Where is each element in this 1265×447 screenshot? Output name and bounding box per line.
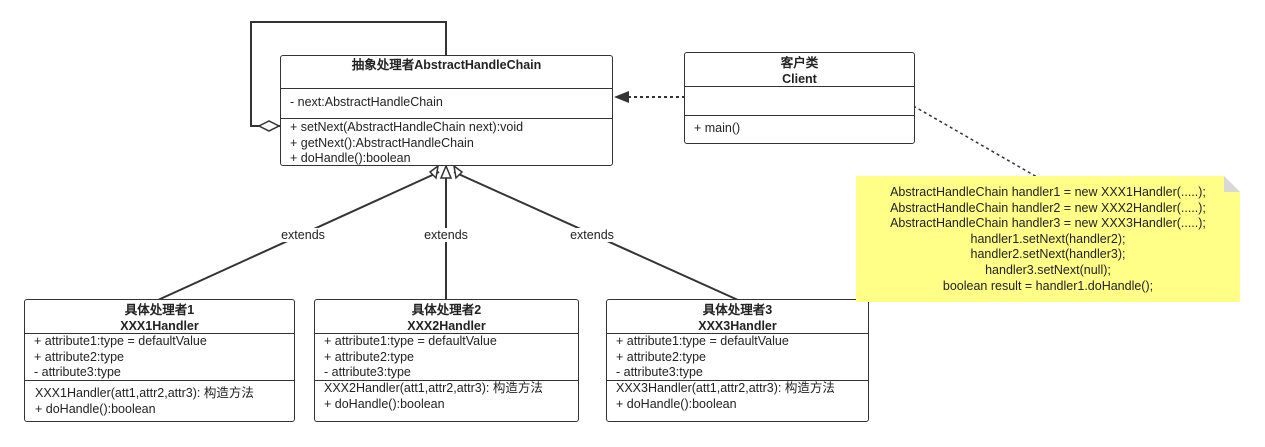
- methods-section: XXX1Handler(att1,attr2,attr3): 构造方法 + do…: [25, 380, 294, 420]
- class-chinese-name: 具体处理者1: [124, 303, 195, 317]
- concrete-handler-1-class[interactable]: 具体处理者1 XXX1Handler + attribute1:type = d…: [24, 299, 295, 422]
- dependency-arrowhead: [614, 91, 629, 103]
- class-header: 客户类 Client: [685, 53, 914, 87]
- class-name: XXX1Handler: [120, 319, 199, 333]
- concrete-handler-2-class[interactable]: 具体处理者2 XXX2Handler + attribute1:type = d…: [314, 299, 579, 422]
- concrete-handler-3-class[interactable]: 具体处理者3 XXX3Handler + attribute1:type = d…: [606, 299, 869, 422]
- class-stereotype-name: 客户类: [780, 56, 819, 70]
- attributes-section: + attribute1:type = defaultValue + attri…: [315, 334, 578, 380]
- attributes-section: + attribute1:type = defaultValue + attri…: [25, 334, 294, 380]
- note-line: AbstractHandleChain handler3 = new XXX3H…: [890, 216, 1206, 231]
- class-header: 具体处理者2 XXX2Handler: [315, 300, 578, 334]
- class-name: Client: [782, 72, 817, 86]
- inheritance-arrowhead-1: [428, 164, 440, 180]
- attribute-row: - next:AbstractHandleChain: [290, 95, 443, 109]
- class-chinese-name: 具体处理者3: [702, 303, 773, 317]
- class-header: 抽象处理者AbstractHandleChain: [281, 56, 612, 89]
- method-row: + main(): [694, 121, 741, 135]
- attribute-row: + attribute2:type: [324, 349, 414, 364]
- note-line: AbstractHandleChain handler1 = new XXX1H…: [890, 185, 1206, 199]
- note-shape: [856, 176, 1240, 302]
- note-line: handler2.setNext(handler3);: [970, 247, 1126, 262]
- method-row: + doHandle():boolean: [324, 396, 445, 411]
- method-row: + setNext(AbstractHandleChain next):void: [290, 120, 524, 134]
- method-row: + doHandle():boolean: [290, 151, 411, 165]
- method-row: XXX3Handler(att1,attr2,attr3): 构造方法: [616, 381, 835, 395]
- attribute-row: + attribute1:type = defaultValue: [616, 334, 789, 348]
- attributes-section: - next:AbstractHandleChain: [281, 89, 612, 118]
- attribute-row: - attribute3:type: [34, 365, 121, 379]
- attribute-row: + attribute2:type: [616, 349, 706, 364]
- attribute-row: + attribute1:type = defaultValue: [34, 334, 207, 348]
- class-chinese-name: 具体处理者2: [411, 303, 482, 317]
- methods-section: XXX3Handler(att1,attr2,attr3): 构造方法 + do…: [607, 380, 868, 420]
- attribute-row: + attribute2:type: [34, 349, 124, 364]
- note-anchor-line: [902, 99, 1038, 178]
- attribute-row: - attribute3:type: [324, 365, 411, 379]
- extends-label-3: extends: [568, 228, 616, 242]
- abstract-handler-class[interactable]: 抽象处理者AbstractHandleChain - next:Abstract…: [280, 55, 613, 166]
- method-row: + doHandle():boolean: [616, 396, 737, 411]
- method-row: XXX2Handler(att1,attr2,attr3): 构造方法: [324, 381, 543, 395]
- aggregation-diamond: [257, 120, 281, 132]
- note-line: handler1.setNext(handler2);: [970, 231, 1126, 246]
- class-name: 抽象处理者AbstractHandleChain: [351, 58, 542, 72]
- class-name: XXX2Handler: [407, 319, 486, 333]
- extends-label-1: extends: [279, 228, 327, 242]
- note-line: AbstractHandleChain handler2 = new XXX2H…: [890, 200, 1206, 215]
- attribute-row: - attribute3:type: [616, 365, 703, 379]
- methods-section: + main(): [685, 115, 914, 143]
- methods-section: + setNext(AbstractHandleChain next):void…: [281, 118, 612, 165]
- inheritance-arrowhead-2: [439, 164, 453, 179]
- attribute-row: + attribute1:type = defaultValue: [324, 334, 497, 348]
- extends-label-2: extends: [422, 228, 470, 242]
- client-class[interactable]: 客户类 Client + main(): [684, 52, 915, 144]
- class-name: XXX3Handler: [698, 319, 777, 333]
- method-row: XXX1Handler(att1,attr2,attr3): 构造方法: [35, 386, 254, 400]
- attributes-section: + attribute1:type = defaultValue + attri…: [607, 334, 868, 380]
- method-row: + doHandle():boolean: [35, 401, 156, 416]
- note-line: handler3.setNext(null);: [985, 262, 1111, 277]
- methods-section: XXX2Handler(att1,attr2,attr3): 构造方法 + do…: [315, 380, 578, 420]
- class-header: 具体处理者1 XXX1Handler: [25, 300, 294, 334]
- class-header: 具体处理者3 XXX3Handler: [607, 300, 868, 334]
- method-row: + getNext():AbstractHandleChain: [290, 135, 474, 150]
- note-line: boolean result = handler1.doHandle();: [942, 278, 1154, 293]
- inheritance-arrowhead-3: [452, 164, 464, 180]
- code-note[interactable]: AbstractHandleChain handler1 = new XXX1H…: [856, 176, 1240, 302]
- note-text: AbstractHandleChain handler1 = new XXX1H…: [856, 185, 1240, 294]
- attributes-section: [685, 87, 914, 115]
